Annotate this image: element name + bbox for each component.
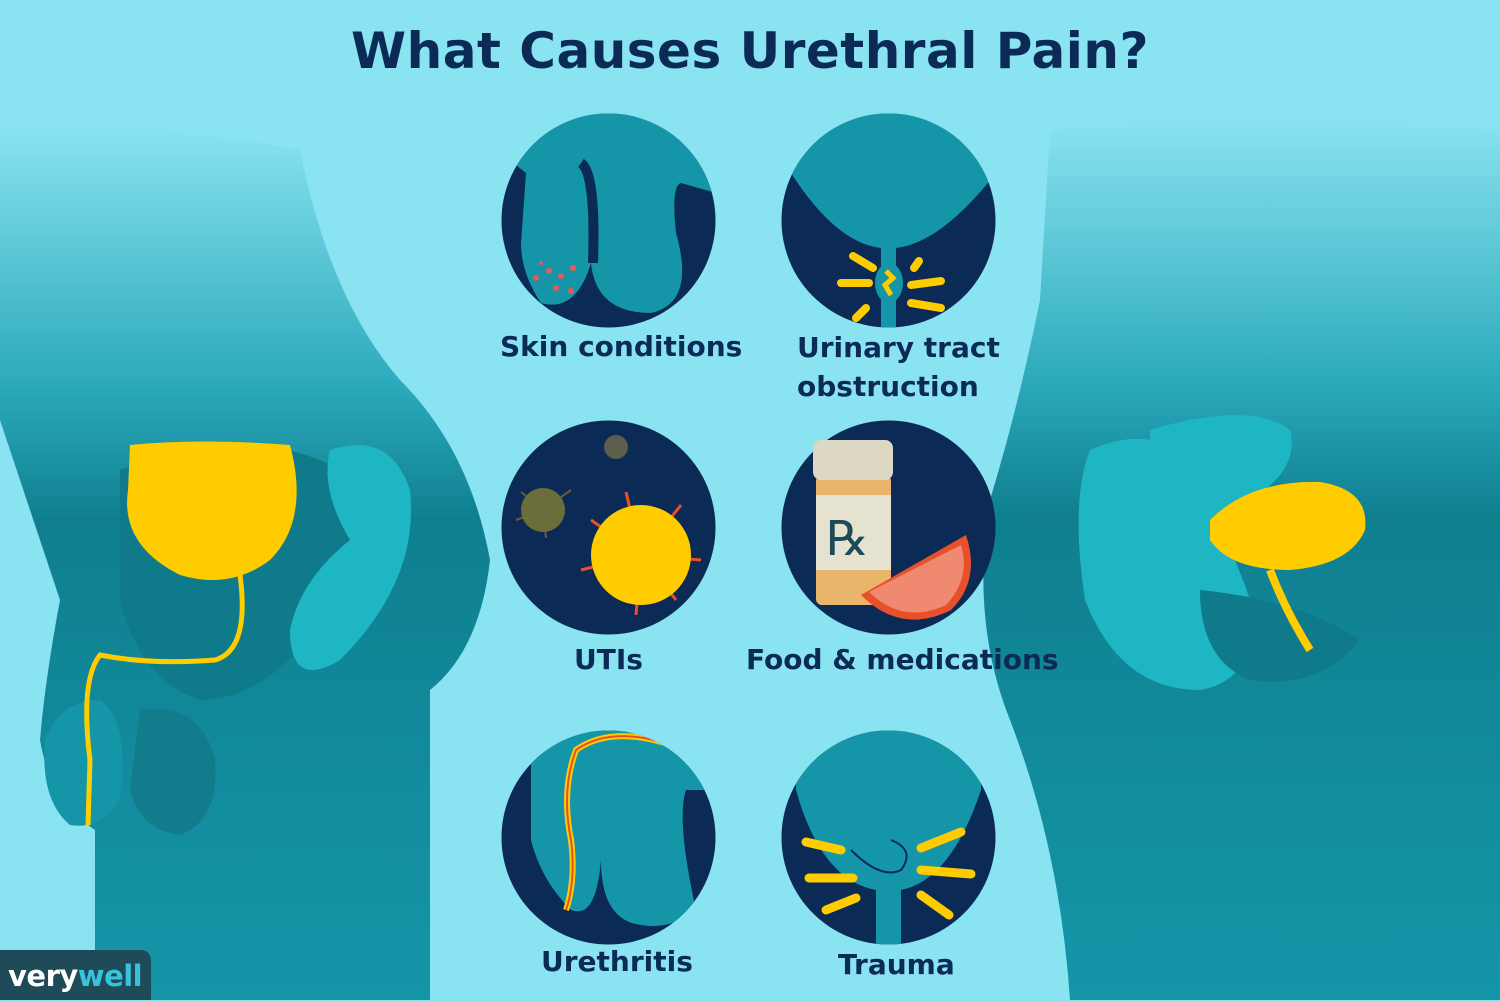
female-pelvis-illustration [983,120,1500,1000]
label-line-1: Urinary tract [797,331,1000,364]
svg-text:℞: ℞ [826,511,869,567]
cause-label-food-medications: Food & medications [746,643,1059,676]
cause-label-urethritis: Urethritis [541,945,693,978]
cause-label-skin-conditions: Skin conditions [500,330,743,363]
urethritis-icon [501,730,716,945]
male-pelvis-illustration [0,127,490,1000]
label-line-2: obstruction [797,370,979,403]
page-title: What Causes Urethral Pain? [350,22,1150,80]
cause-label-trauma: Trauma [838,948,955,981]
verywell-logo: verywell [0,950,151,1000]
bacteria-icon [501,420,716,635]
logo-part-2: well [77,959,143,993]
trauma-icon [781,730,996,945]
obstruction-icon [781,113,996,328]
skin-conditions-icon [501,113,716,328]
cause-label-utis: UTIs [574,643,643,676]
logo-part-1: very [8,959,78,993]
cause-label-obstruction: Urinary tract obstruction [797,328,1000,406]
pill-bottle-grapefruit-icon: ℞ [781,420,996,635]
